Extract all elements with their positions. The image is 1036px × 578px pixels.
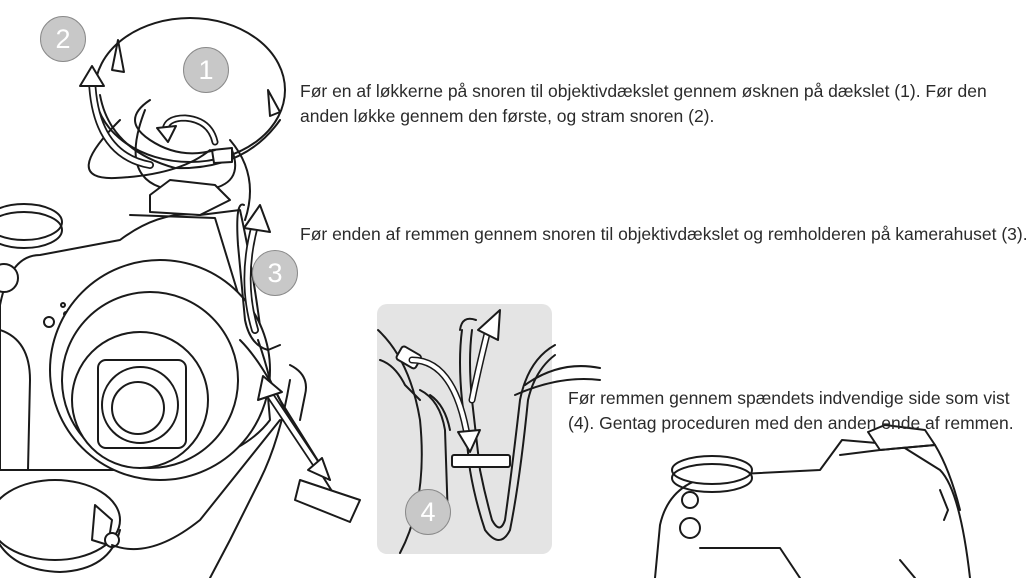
camera-lens-illustration: [50, 260, 270, 480]
step-badge-4: 4: [405, 489, 451, 535]
instruction-step-1-2: Før en af løkkerne på snoren til objekti…: [300, 79, 1036, 129]
step-badge-3: 3: [252, 250, 298, 296]
camera-small-illustration: [655, 425, 970, 578]
instruction-step-4: Før remmen gennem spændets indvendige si…: [568, 386, 1036, 436]
step-badge-1: 1: [183, 47, 229, 93]
step-badge-2: 2: [40, 16, 86, 62]
instruction-step-3: Før enden af remmen gennem snoren til ob…: [300, 222, 1036, 247]
